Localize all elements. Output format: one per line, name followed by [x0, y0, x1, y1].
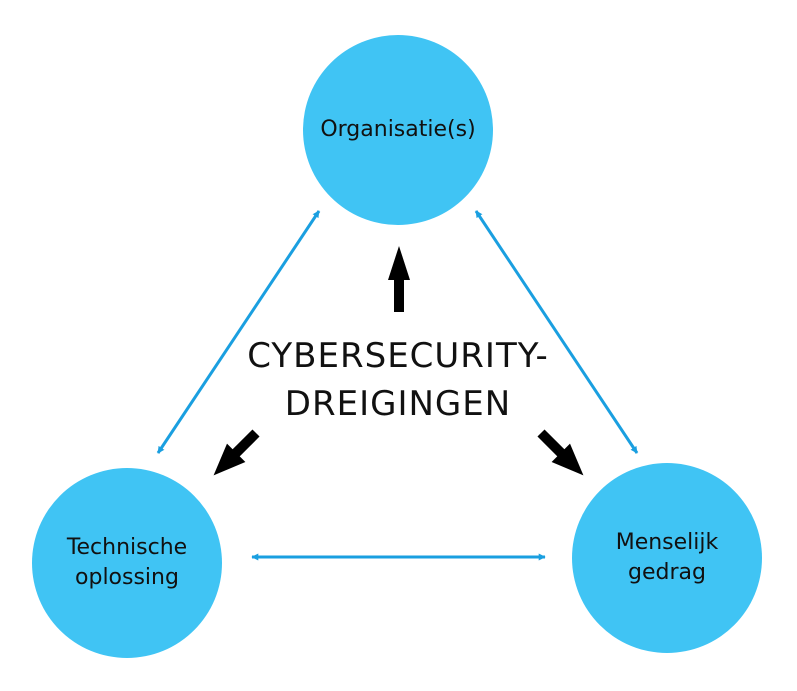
connector-top-right — [474, 210, 639, 454]
node-technische-oplossing-label-2: oplossing — [75, 565, 179, 590]
node-organisaties: Organisatie(s) — [303, 35, 493, 225]
node-menselijk-gedrag-label-2: gedrag — [628, 560, 706, 585]
node-menselijk-gedrag-label-1: Menselijk — [615, 530, 719, 555]
threat-arrow-down-right — [537, 429, 584, 476]
node-menselijk-gedrag: Menselijk gedrag — [572, 463, 762, 653]
node-technische-oplossing-label-1: Technische — [66, 535, 188, 560]
node-technische-oplossing: Technische oplossing — [32, 468, 222, 658]
center-title-line-2: DREIGINGEN — [284, 384, 512, 424]
connector-top-left — [156, 210, 321, 454]
threat-arrow-down-left — [213, 429, 260, 476]
center-title-line-1: CYBERSECURITY- — [247, 336, 549, 376]
node-organisaties-label: Organisatie(s) — [320, 117, 476, 142]
threat-arrow-up — [388, 246, 410, 312]
center-title: CYBERSECURITY- DREIGINGEN — [200, 332, 596, 428]
